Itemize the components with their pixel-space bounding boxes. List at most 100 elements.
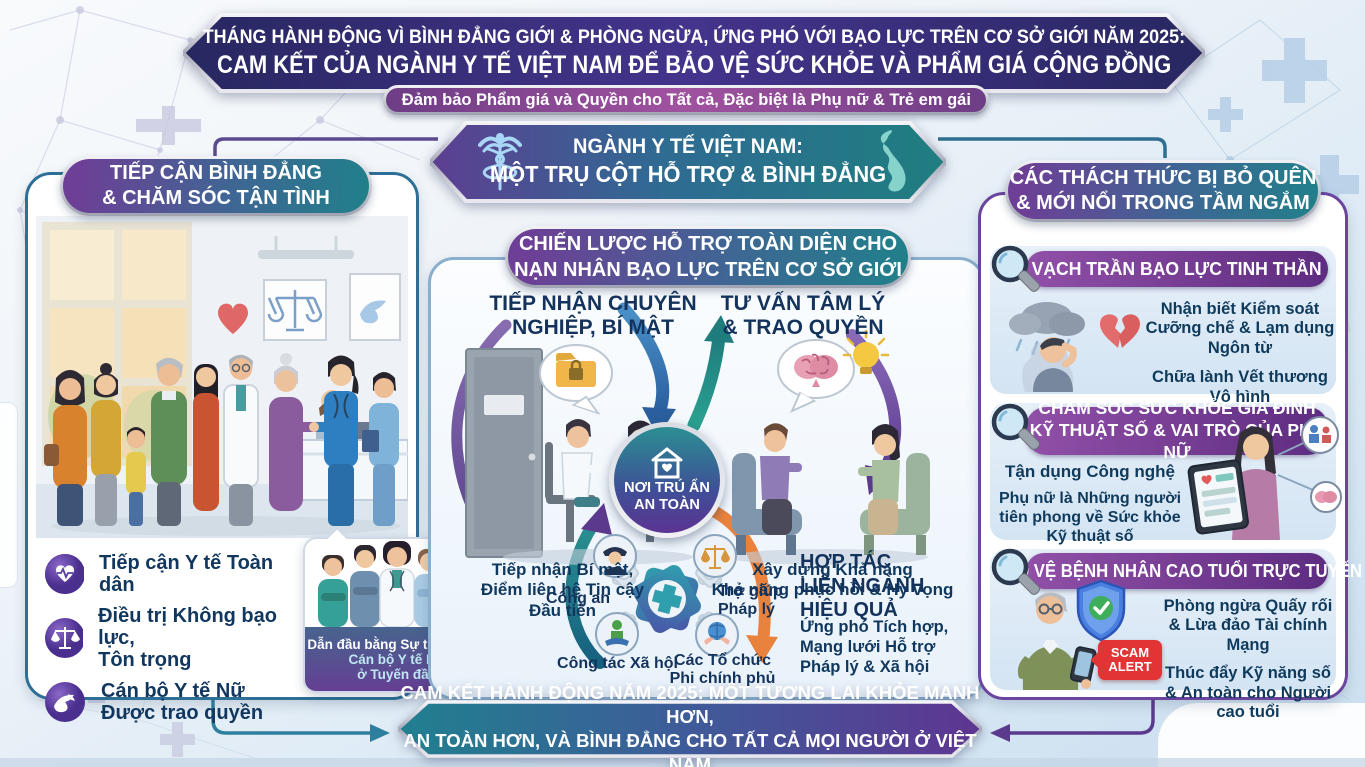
center-panel-title-pill: CHIẾN LƯỢC HỖ TRỢ TOÀN DIỆN CHO NẠN NHÂN… [505,226,911,288]
shelter-house-icon [651,447,683,479]
node-label-legal: Trợ giúp Pháp lý [718,583,783,619]
vietnam-map-icon [880,130,906,192]
doctor-white-coat [223,354,259,526]
dove-icon [45,682,85,722]
magnifier-icon [991,403,1040,450]
callout-line2: Cán bộ Y tế Nữ [348,651,446,667]
magnifier-icon [991,245,1040,292]
safe-shelter-circle: NƠI TRÚ ẨN AN TOÀN [609,422,725,538]
bullet-text: Cán bộ Y tế Nữ Được trao quyền [101,680,264,724]
hospital-scene-illustration [36,216,408,538]
top-banner-line2: CAM KẾT CỦA NGÀNH Y TẾ VIỆT NAM ĐỂ BẢO V… [216,50,1172,79]
section3-title: BẢO VỆ BỆNH NHÂN CAO TUỔI TRỰC TUYẾN [991,560,1363,581]
lightbulb-icon [842,329,890,374]
coop-caption: Ứng phó Tích hợp, Mạng lưới Hỗ trợ Pháp … [800,618,949,676]
main-gear [633,565,701,633]
magnifier-icon [991,548,1040,595]
family-icon [1301,416,1339,454]
dove-picture [349,273,401,341]
section1-line2: Chữa lành Vết thương Vô hình [1152,368,1328,406]
top-subtitle-pill: Đảm bảo Phẩm giá và Quyền cho Tất cả, Đặ… [383,85,989,115]
woman-green [858,424,900,535]
section1-title: VẠCH TRẦN BẠO LỰC TINH THẦN [1032,258,1322,279]
hex-banner-line2: MỘT TRỤ CỘT HỖ TRỢ & BÌNH ĐẲNG [489,161,887,188]
legal-aid-icon [693,534,737,578]
scam-alert-text: SCAM ALERT [1108,644,1152,674]
bullet-text: Tiếp cận Y tế Toàn dân [99,552,274,596]
police-icon [593,534,637,578]
center-panel-title: CHIẾN LƯỢC HỖ TRỢ TOÀN DIỆN CHO NẠN NHÂN… [514,233,902,281]
cooperation-gears [593,534,739,657]
worker-doctor [379,541,415,628]
bullet-respectful-treatment: Điều trị Không bạo lực, Tôn trọng [44,605,304,671]
section3-text: Phòng ngừa Quấy rối & Lừa đảo Tài chính … [1158,597,1338,723]
shield-check-icon [1076,579,1126,642]
nurse-blue [309,355,359,526]
bullet-text: Điều trị Không bạo lực, Tôn trọng [98,605,277,671]
node-label-ngo: Các Tổ chức Phi chính phủ [669,652,776,688]
doctor-seated [545,419,608,542]
patient-boy [126,427,146,526]
decor-left-tile [0,402,18,588]
decor-white-blob [1158,703,1365,767]
elderly-man-phone-illustration [1017,592,1097,690]
left-panel-title-pill: TIẾP CẬN BÌNH ĐẲNG & CHĂM SÓC TẬN TÌNH [60,156,372,216]
confidential-folder-bubble [539,344,613,415]
hex-banner: NGÀNH Y TẾ VIỆT NAM: MỘT TRỤ CỘT HỖ TRỢ … [427,121,949,203]
intake-caption: Tiếp nhận Bí mật, Điểm liên hệ Tin cậy Đ… [480,560,645,620]
tablet-icon [1187,459,1249,535]
heart-pulse-icon [45,554,84,594]
section3-line1: Phòng ngừa Quấy rối & Lừa đảo Tài chính … [1163,597,1333,654]
broken-heart-icon [1100,314,1140,348]
heart-decoration [218,303,248,334]
elderly-woman-purple [269,353,332,511]
patient-woman-orange [44,370,87,526]
worker-2 [350,545,380,627]
decor-bottom-strip [0,758,1365,767]
section2-line2: Phụ nữ là Những người tiên phong về Sức … [998,490,1182,545]
brain-bubble [777,339,855,413]
section3-title-pill: BẢO VỆ BỆNH NHÂN CAO TUỔI TRỰC TUYẾN [992,553,1362,589]
intake-title: TIẾP NHẬN CHUYÊN NGHIỆP, BÍ MẬT [489,292,697,340]
support-flow-diagram [451,302,930,669]
woman-tablet-illustration [1187,416,1342,540]
patient-woman-aodai [193,364,219,511]
bottom-banner: CAM KẾT HÀNH ĐỘNG NĂM 2025: MỘT TƯƠNG LA… [395,682,985,767]
man-purple [760,423,802,535]
shelter-label: NƠI TRÚ ẨN AN TOÀN [624,480,710,513]
left-panel-title: TIẾP CẬN BÌNH ĐẲNG & CHĂM SÓC TẬN TÌNH [102,162,330,209]
caduceus-icon [478,133,522,191]
ngo-icon [695,613,739,657]
section2-text: Tận dụng Công nghệ Phụ nữ là Những người… [995,462,1185,547]
section1-text: Nhận biết Kiểm soát Cưỡng chế & Lạm dụng… [1142,300,1338,407]
section2-line1: Tận dụng Công nghệ [1005,462,1175,481]
scam-alert-badge: SCAM ALERT [1090,640,1162,680]
nurse-lightblue [362,372,399,526]
callout-line3: ở Tuyến đầu [357,666,437,682]
hex-banner-line1: NGÀNH Y TẾ VIỆT NAM: [573,135,803,159]
right-panel-title: CÁC THÁCH THỨC BỊ BỎ QUÊN & MỚI NỔI TRON… [1009,167,1317,214]
worker-1 [318,555,348,627]
scales-picture [263,279,327,341]
coop-title: HỢP TÁC LIÊN NGÀNH HIỆU QUẢ [800,551,925,621]
node-label-police: Công an [546,590,610,607]
patient-woman-yellow [91,363,121,526]
social-work-icon [595,612,639,656]
section3-line2: Thúc đẩy Kỹ năng số & An toàn cho Người … [1164,664,1332,722]
top-subtitle: Đảm bảo Phẩm giá và Quyền cho Tất cả, Đặ… [401,90,971,109]
top-banner-line1: THÁNG HÀNH ĐỘNG VÌ BÌNH ĐẲNG GIỚI & PHÒN… [202,26,1186,49]
counsel-caption: Xây dựng Khả năng Khả năng phục hồi & Hy… [711,560,954,600]
brain-icon [794,353,838,387]
section1-line1: Nhận biết Kiểm soát Cưỡng chế & Lạm dụng… [1145,300,1335,357]
bullet-women-empowered: Cán bộ Y tế Nữ Được trao quyền [44,680,304,724]
section1-title-pill: VẠCH TRẦN BẠO LỰC TINH THẦN [1026,251,1328,287]
bullet-universal-access: Tiếp cận Y tế Toàn dân [44,552,304,596]
counsel-title: TƯ VẤN TÂM LÝ & TRAO QUYỀN [720,292,886,340]
patient-old-man [151,357,187,526]
top-banner: THÁNG HÀNH ĐỘNG VÌ BÌNH ĐẲNG GIỚI & PHÒN… [180,13,1208,93]
right-panel-title-pill: CÁC THÁCH THỨC BỊ BỎ QUÊN & MỚI NỔI TRON… [1005,160,1321,222]
scales-icon [45,618,84,658]
node-label-social: Công tác Xã hội [557,655,678,672]
